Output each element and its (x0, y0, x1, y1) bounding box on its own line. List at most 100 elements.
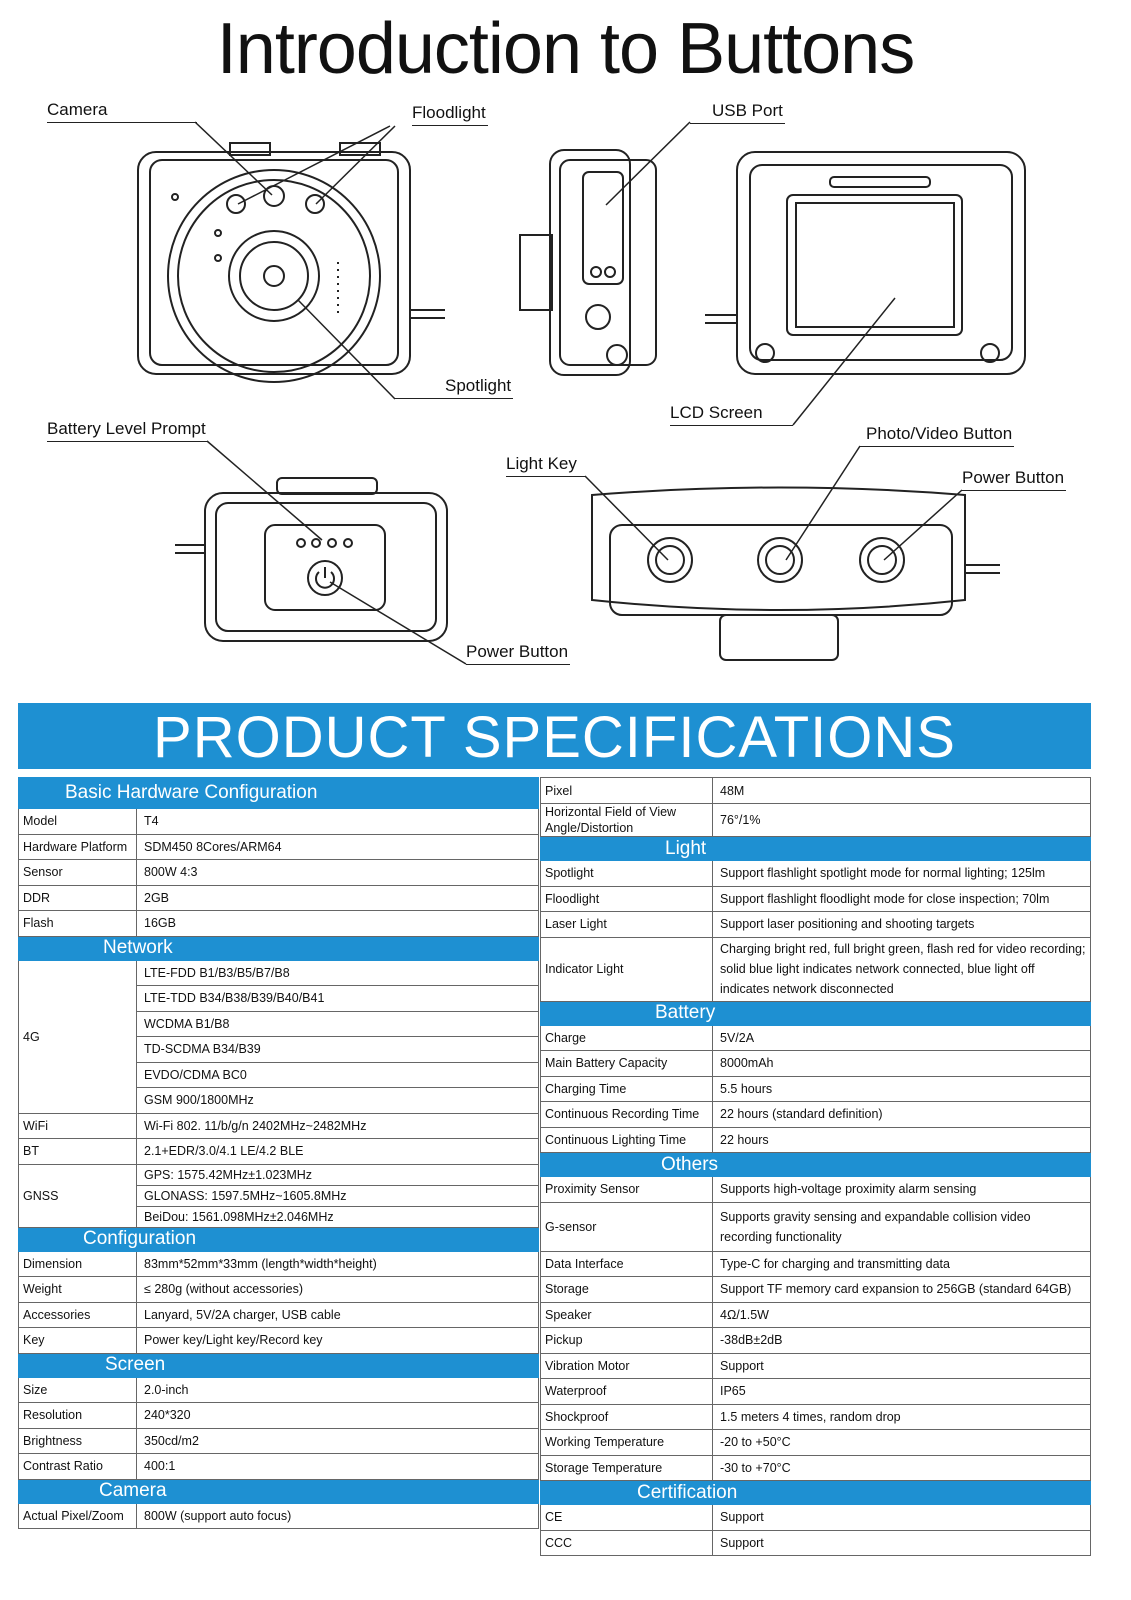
spec-value-spotlight: Support flashlight spotlight mode for no… (712, 860, 1091, 887)
spec-label-waterproof: Waterproof (540, 1378, 713, 1405)
spec-row: Weight≤ 280g (without accessories) (18, 1276, 539, 1303)
spec-label-charge: Charge (540, 1024, 713, 1051)
spec-value-4g: TD-SCDMA B34/B39 (136, 1036, 539, 1063)
spec-value-size: 2.0-inch (136, 1376, 539, 1403)
spec-label-main-battery-capacity: Main Battery Capacity (540, 1050, 713, 1077)
leader-lines (194, 121, 963, 665)
spec-label-continuous-recording-time: Continuous Recording Time (540, 1101, 713, 1128)
spec-label-storage: Storage (540, 1276, 713, 1303)
section-header-others: Others (540, 1152, 1091, 1177)
spec-label-sensor: Sensor (18, 859, 137, 886)
side-view-drawing (519, 149, 657, 376)
spec-value-hardware-platform: SDM450 8Cores/ARM64 (136, 833, 539, 860)
spec-label-accessories: Accessories (18, 1301, 137, 1328)
spec-value-key: Power key/Light key/Record key (136, 1327, 539, 1354)
spec-row: GLONASS: 1597.5MHz~1605.8MHz (19, 1184, 539, 1207)
spec-value-indicator-light: Charging bright red, full bright green, … (712, 936, 1091, 1002)
spec-value-dimension: 83mm*52mm*33mm (length*width*height) (136, 1250, 539, 1277)
spec-label-vibration-motor: Vibration Motor (540, 1352, 713, 1379)
spec-label-flash: Flash (18, 910, 137, 937)
spec-value-waterproof: IP65 (712, 1378, 1091, 1405)
spec-value-gnss: GLONASS: 1597.5MHz~1605.8MHz (136, 1184, 539, 1207)
spec-value-wifi: Wi-Fi 802. 11/b/g/n 2402MHz~2482MHz (136, 1112, 539, 1139)
label-camera: Camera (47, 100, 197, 123)
spec-label-data-interface: Data Interface (540, 1250, 713, 1277)
spec-value-continuous-recording-time: 22 hours (standard definition) (712, 1101, 1091, 1128)
spec-value-charging-time: 5.5 hours (712, 1075, 1091, 1102)
spec-value-g-sensor: Supports gravity sensing and expandable … (712, 1201, 1091, 1252)
spec-value-4g: EVDO/CDMA BC0 (136, 1061, 539, 1088)
spec-label-ddr: DDR (18, 884, 137, 911)
top-view-drawing (175, 477, 448, 642)
section-header-network: Network (18, 935, 539, 961)
spec-row: Working Temperature-20 to +50°C (540, 1429, 1091, 1456)
label-power-button-top: Power Button (962, 468, 1067, 491)
spec-row: GSM 900/1800MHz (19, 1087, 539, 1114)
spec-label-key: Key (18, 1327, 137, 1354)
spec-value-shockproof: 1.5 meters 4 times, random drop (712, 1403, 1091, 1430)
label-usb-port: USB Port (690, 101, 785, 124)
front-view-drawing (137, 142, 445, 383)
spec-label-bt: BT (18, 1138, 137, 1165)
spec-value-ccc: Support (712, 1529, 1091, 1556)
spec-label-4g: 4G (18, 959, 137, 1114)
section-header-camera: Camera (18, 1478, 539, 1504)
spec-label-pickup: Pickup (540, 1327, 713, 1354)
spec-label-pixel: Pixel (540, 777, 713, 804)
label-photo-video-button: Photo/Video Button (860, 424, 1015, 447)
spec-value-resolution: 240*320 (136, 1402, 539, 1429)
page-title: Introduction to Buttons (216, 9, 915, 89)
spec-label-model: Model (18, 808, 137, 835)
spec-value-horizontal-field-of-view-angle-distortion: 76°/1% (712, 803, 1091, 837)
spec-label-working-temperature: Working Temperature (540, 1429, 713, 1456)
spec-value-gnss: BeiDou: 1561.098MHz±2.046MHz (136, 1205, 539, 1228)
spec-value-main-battery-capacity: 8000mAh (712, 1050, 1091, 1077)
device-illustrations (137, 121, 1026, 665)
specs-banner: PRODUCT SPECIFICATIONS (18, 703, 1091, 770)
spec-label-charging-time: Charging Time (540, 1075, 713, 1102)
spec-value-proximity-sensor: Supports high-voltage proximity alarm se… (712, 1176, 1091, 1203)
spec-value-storage: Support TF memory card expansion to 256G… (712, 1276, 1091, 1303)
back-view-drawing (705, 151, 1026, 375)
section-header-basic-hardware-configuration: Basic Hardware Configuration (18, 777, 539, 809)
spec-row: Horizontal Field of View Angle/Distortio… (540, 803, 1091, 837)
spec-value-4g: LTE-FDD B1/B3/B5/B7/B8 (136, 959, 539, 986)
section-header-screen: Screen (18, 1352, 539, 1378)
spec-row: EVDO/CDMA BC0 (19, 1061, 539, 1088)
section-header-configuration: Configuration (18, 1226, 539, 1252)
spec-label-indicator-light: Indicator Light (540, 936, 713, 1002)
section-header-light: Light (540, 836, 1091, 861)
spec-label-size: Size (18, 1376, 137, 1403)
spec-label-laser-light: Laser Light (540, 911, 713, 938)
spec-label-speaker: Speaker (540, 1301, 713, 1328)
spec-value-ddr: 2GB (136, 884, 539, 911)
spec-value-floodlight: Support flashlight floodlight mode for c… (712, 885, 1091, 912)
spec-label-brightness: Brightness (18, 1427, 137, 1454)
spec-value-4g: GSM 900/1800MHz (136, 1087, 539, 1114)
